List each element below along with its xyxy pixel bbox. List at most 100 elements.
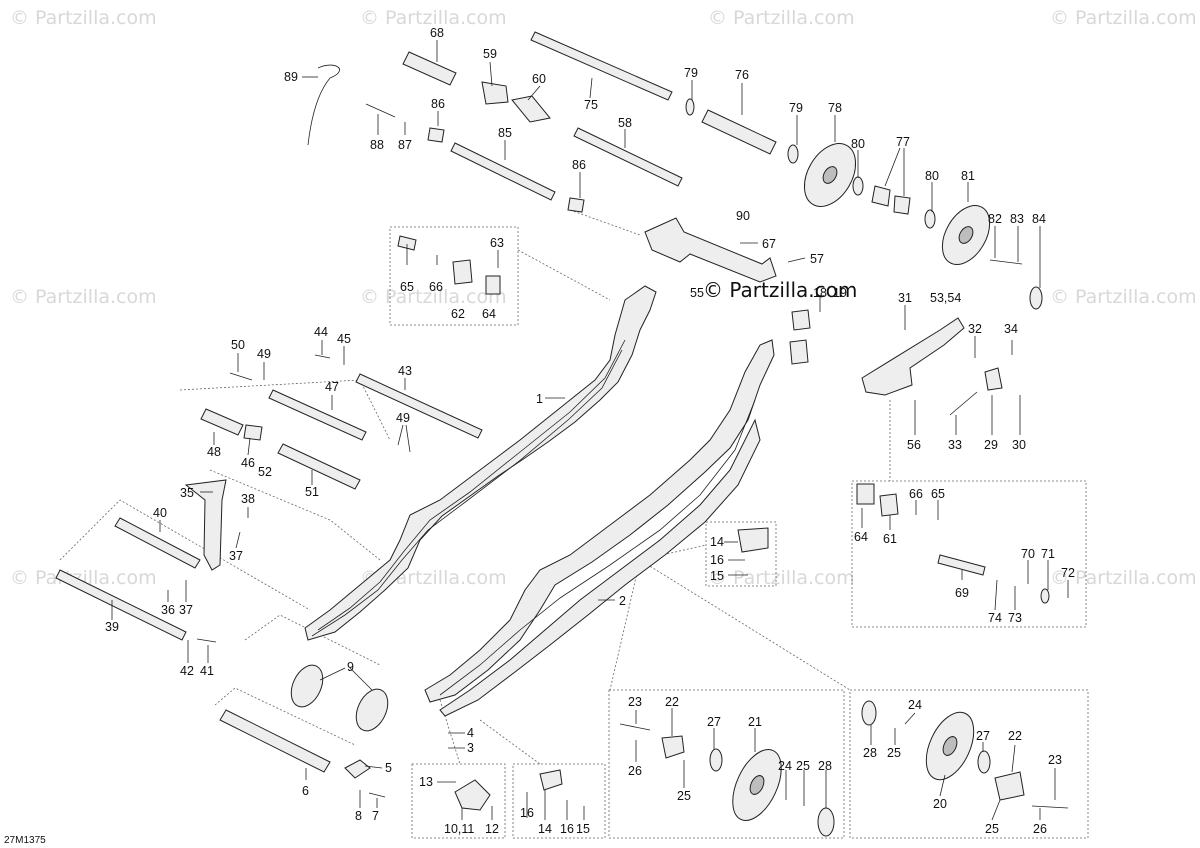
idler-wheel	[355, 688, 389, 732]
shafts	[55, 31, 986, 773]
callout-1: 1	[536, 392, 543, 406]
callout-44: 44	[314, 325, 328, 339]
callout-58: 58	[618, 116, 632, 130]
callout-86: 86	[572, 158, 586, 172]
callout-86: 86	[431, 97, 445, 111]
watermark: © Partzilla.com	[360, 286, 507, 308]
callout-43: 43	[398, 364, 412, 378]
callout-59: 59	[483, 47, 497, 61]
callout-67: 67	[762, 237, 776, 251]
callout-65: 65	[931, 487, 945, 501]
detail-box	[851, 480, 1087, 628]
callout-46: 46	[241, 456, 255, 470]
hardware	[184, 64, 1069, 811]
callout-5: 5	[385, 761, 392, 775]
callout-52: 52	[258, 465, 272, 479]
callout-26: 26	[628, 764, 642, 778]
callout-28: 28	[818, 759, 832, 773]
callout-35: 35	[180, 486, 194, 500]
callout-7: 7	[372, 809, 379, 823]
callout-53-54: 53,54	[930, 291, 961, 305]
leader-lines	[111, 40, 1069, 821]
callout-76: 76	[735, 68, 749, 82]
callout-24: 24	[778, 759, 792, 773]
detail-box	[411, 763, 506, 839]
callout-51: 51	[305, 485, 319, 499]
callout-79: 79	[789, 101, 803, 115]
callout-38: 38	[241, 492, 255, 506]
callout-27: 27	[707, 715, 721, 729]
callout-78: 78	[828, 101, 842, 115]
detail-link	[479, 719, 541, 765]
callout-49: 49	[257, 347, 271, 361]
detail-boxes	[59, 209, 1089, 839]
callout-66: 66	[909, 487, 923, 501]
callout-12: 12	[485, 822, 499, 836]
watermark: © Partzilla.com	[10, 286, 157, 308]
callout-labels: 89 68 59 60 75 79 76 88 87 86 85 58 79 7…	[105, 26, 1075, 836]
callout-39: 39	[105, 620, 119, 634]
callout-72: 72	[1061, 566, 1075, 580]
callout-34: 34	[1004, 322, 1018, 336]
callout-85: 85	[498, 126, 512, 140]
detail-link	[244, 614, 381, 666]
callout-14: 14	[710, 535, 724, 549]
callout-88: 88	[370, 138, 384, 152]
callout-75: 75	[584, 98, 598, 112]
callout-37: 37	[179, 603, 193, 617]
callout-62: 62	[451, 307, 465, 321]
detail-link	[639, 544, 707, 561]
callout-4: 4	[467, 726, 474, 740]
callout-3: 3	[467, 741, 474, 755]
callout-83: 83	[1010, 212, 1024, 226]
callout-80: 80	[851, 137, 865, 151]
callout-70: 70	[1021, 547, 1035, 561]
detail-box	[705, 521, 777, 587]
callout-55: 55	[690, 286, 704, 300]
callout-19: 19	[833, 286, 847, 300]
callout-79: 79	[684, 66, 698, 80]
callout-25: 25	[796, 759, 810, 773]
callout-74: 74	[988, 611, 1002, 625]
callout-84: 84	[1032, 212, 1046, 226]
callout-24: 24	[908, 698, 922, 712]
callout-48: 48	[207, 445, 221, 459]
callout-82: 82	[988, 212, 1002, 226]
callout-16: 16	[520, 806, 534, 820]
callout-28: 28	[863, 746, 877, 760]
detail-box	[389, 226, 519, 326]
callout-49: 49	[396, 411, 410, 425]
callout-80: 80	[925, 169, 939, 183]
callout-26: 26	[1033, 822, 1047, 836]
callout-10-11: 10,11	[444, 822, 474, 836]
callout-20: 20	[933, 797, 947, 811]
callout-32: 32	[968, 322, 982, 336]
callout-25: 25	[677, 789, 691, 803]
watermark: © Partzilla.com	[708, 7, 855, 29]
callout-56: 56	[907, 438, 921, 452]
callout-27: 27	[976, 729, 990, 743]
callout-47: 47	[325, 380, 339, 394]
rail-left	[304, 285, 657, 641]
idler-wheel	[290, 664, 324, 708]
watermark: © Partzilla.com	[708, 567, 855, 589]
watermark: © Partzilla.com	[10, 567, 157, 589]
detail-link	[439, 699, 461, 765]
callout-29: 29	[984, 438, 998, 452]
watermark: © Partzilla.com	[1050, 567, 1197, 589]
callout-87: 87	[398, 138, 412, 152]
rail-right	[424, 339, 775, 717]
callout-90: 90	[736, 209, 750, 223]
callout-23: 23	[1048, 753, 1062, 767]
callout-77: 77	[896, 135, 910, 149]
watermark: © Partzilla.com	[10, 7, 157, 29]
detail-link	[59, 499, 311, 611]
watermark: © Partzilla.com	[1050, 286, 1197, 308]
callout-15: 15	[576, 822, 590, 836]
callout-64: 64	[854, 530, 868, 544]
wheels	[290, 98, 1050, 837]
callout-15: 15	[710, 569, 724, 583]
callout-45: 45	[337, 332, 351, 346]
callout-37: 37	[229, 549, 243, 563]
